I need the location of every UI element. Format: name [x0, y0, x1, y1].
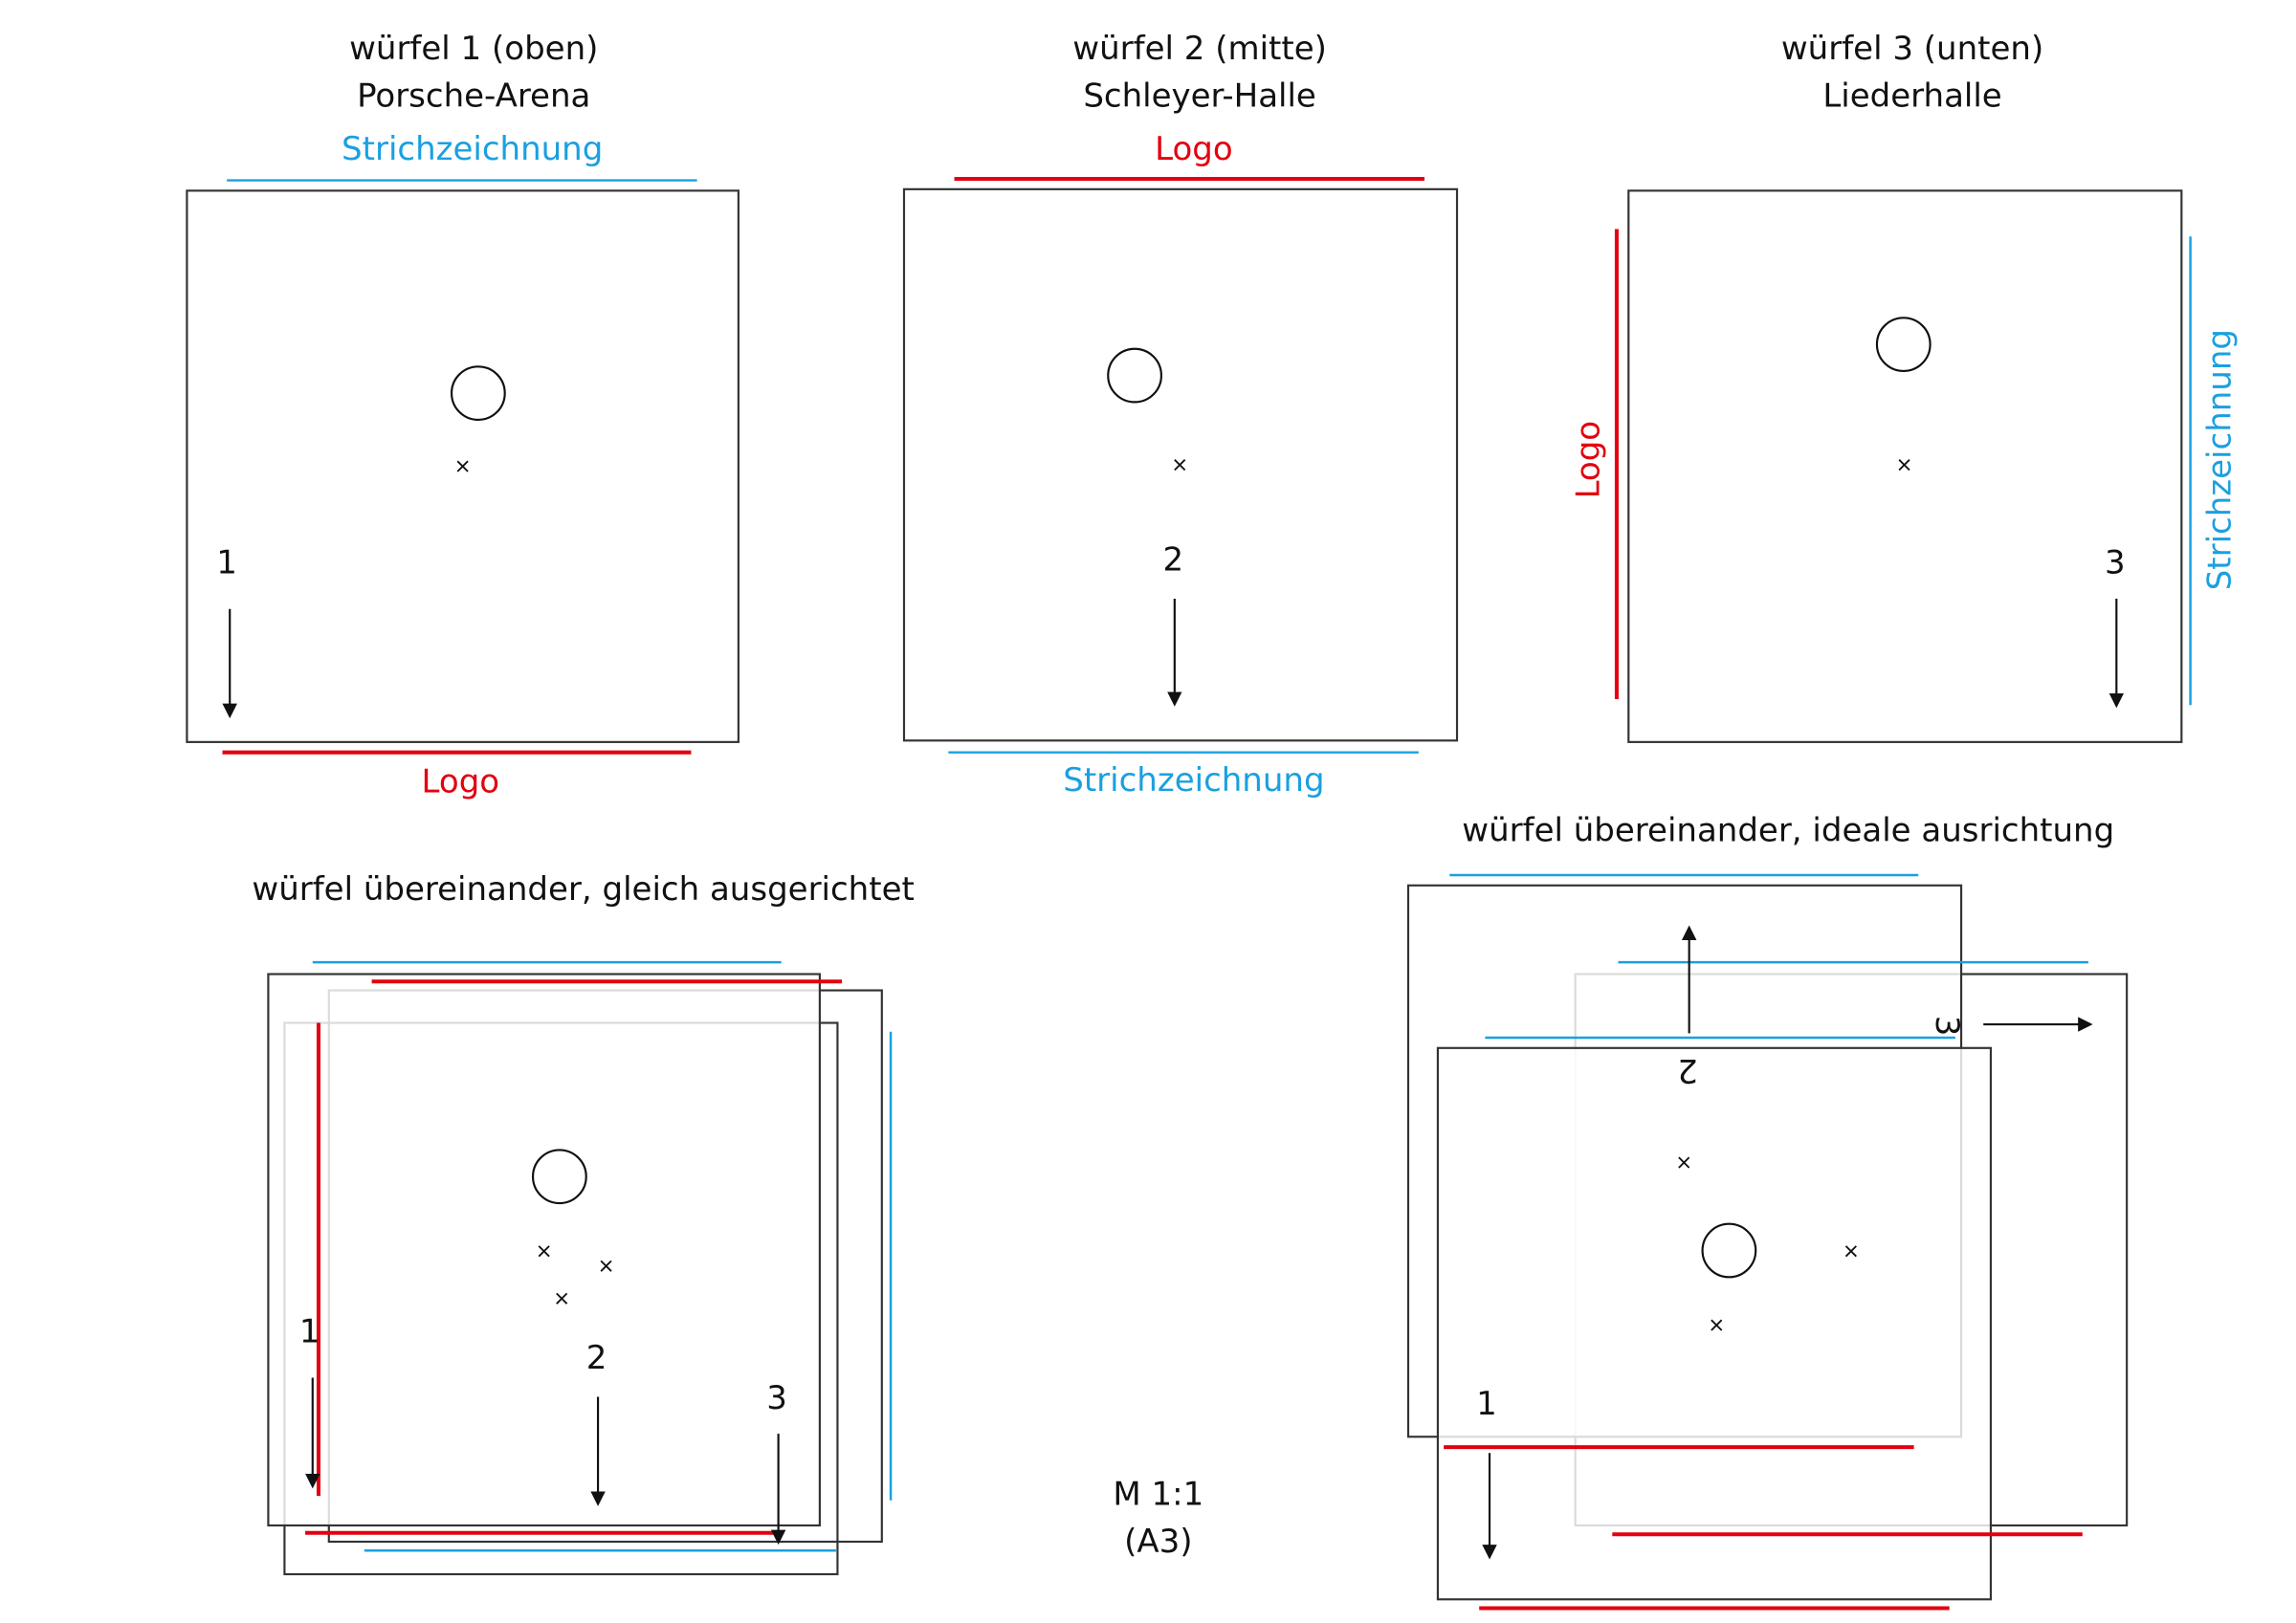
- cross-mark: [1174, 459, 1186, 472]
- circle-mark: [531, 1149, 587, 1205]
- cross-mark: [1678, 1156, 1690, 1169]
- cube-1-square: [186, 189, 740, 743]
- cross-mark: [600, 1260, 612, 1272]
- circle-mark: [450, 365, 506, 422]
- cube-1-top-label: Strichzeichnung: [342, 130, 603, 168]
- cube-3-venue: Liederhalle: [1822, 77, 2001, 115]
- cube-2-panel: würfel 2 (mitte) Schleyer-Halle Logo 2 S…: [902, 30, 1459, 800]
- cube-1-number: 1: [216, 544, 237, 582]
- cross-mark: [1844, 1245, 1857, 1258]
- cube-2-square: [902, 187, 1459, 742]
- cube-1-panel: würfel 1 (oben) Porsche-Arena Strichzeic…: [186, 30, 740, 801]
- cube-2-venue: Schleyer-Halle: [1083, 77, 1316, 115]
- scale-label: M 1:1: [1113, 1475, 1203, 1513]
- cross-mark: [1711, 1319, 1723, 1331]
- cross-mark: [1898, 459, 1910, 472]
- overlay-same-title: würfel übereinander, gleich ausgerichtet: [252, 870, 914, 909]
- paper-size-label: (A3): [1124, 1523, 1192, 1561]
- cross-mark: [556, 1292, 568, 1305]
- overlay-same-orientation: würfel übereinander, gleich ausgerichtet…: [252, 870, 915, 1576]
- number-3: 3: [1928, 1016, 1966, 1037]
- cube-1-title: würfel 1 (oben): [349, 30, 598, 68]
- number-1: 1: [1476, 1385, 1497, 1423]
- overlay-ideal-orientation: würfel übereinander, ideale ausrichtung …: [1406, 811, 2129, 1611]
- circle-mark: [1107, 347, 1162, 404]
- cube-3-square: [1627, 189, 2183, 743]
- cube-3-panel: würfel 3 (unten) Liederhalle Logo Strich…: [1569, 30, 2239, 743]
- circle-mark: [1701, 1222, 1757, 1279]
- number-2: 2: [586, 1339, 607, 1377]
- cube-2-number: 2: [1162, 541, 1183, 580]
- cube-3-right-label: Strichzeichnung: [2200, 329, 2239, 590]
- cube-1-bottom-label: Logo: [422, 762, 500, 801]
- number-1: 1: [299, 1312, 320, 1350]
- cube-1-venue: Porsche-Arena: [357, 77, 590, 115]
- cube-3-left-label: Logo: [1569, 421, 1607, 499]
- cube-2-title: würfel 2 (mitte): [1072, 30, 1327, 68]
- cube-3-number: 3: [2105, 544, 2126, 582]
- cross-mark: [538, 1245, 550, 1258]
- number-2: 2: [1677, 1051, 1698, 1089]
- cube-3-title: würfel 3 (unten): [1781, 30, 2043, 68]
- number-3: 3: [766, 1379, 787, 1417]
- cube-2-bottom-label: Strichzeichnung: [1063, 761, 1324, 800]
- cross-mark: [456, 460, 469, 472]
- cube-1-square: [267, 973, 821, 1527]
- circle-mark: [1875, 317, 1932, 373]
- overlay-ideal-title: würfel übereinander, ideale ausrichtung: [1462, 811, 2114, 849]
- cube-2-top-label: Logo: [1155, 130, 1233, 168]
